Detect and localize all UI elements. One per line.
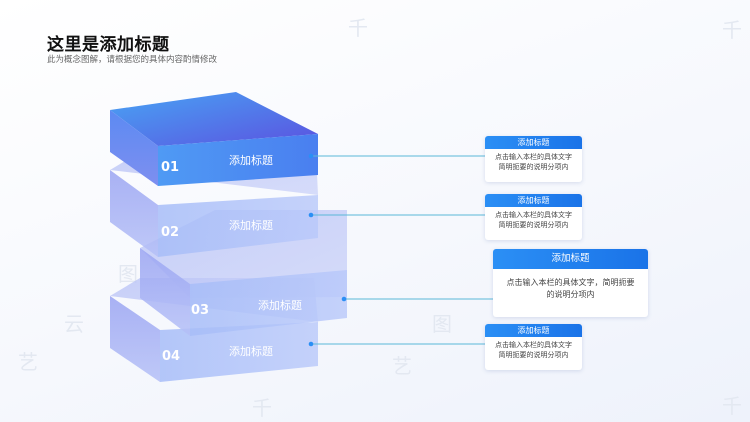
layer-number: 04 (162, 349, 180, 364)
layer-label: 添加标题 (258, 298, 302, 312)
card-body-line: 点击输入本栏的具体文字 (495, 153, 572, 161)
page-subtitle: 此为概念图解，请根据您的具体内容酌情修改 (47, 55, 218, 65)
card-body: 点击输入本栏的具体文字 简明扼要的说明分项内 (485, 149, 582, 172)
layer-number: 03 (191, 303, 209, 318)
watermark-glyph: 千 (252, 396, 272, 420)
layer-label: 添加标题 (229, 344, 273, 358)
watermark-glyph: 千 (348, 16, 368, 40)
watermark-glyph: 千 (722, 394, 742, 418)
layer-01: 01 添加标题 (110, 92, 318, 186)
card-body-line: 的说明分项内 (546, 289, 595, 299)
info-card-4: 添加标题 点击输入本栏的具体文字 简明扼要的说明分项内 (485, 324, 582, 370)
card-body-line: 简明扼要的说明分项内 (498, 351, 569, 360)
info-card-1: 添加标题 点击输入本栏的具体文字 简明扼要的说明分项内 (485, 136, 582, 182)
card-body-line: 点击输入本栏的具体文字，简明扼要 (506, 278, 635, 287)
card-title: 添加标题 (485, 136, 582, 149)
card-body: 点击输入本栏的具体文字 简明扼要的说明分项内 (485, 207, 582, 230)
card-body: 点击输入本栏的具体文字 简明扼要的说明分项内 (485, 337, 582, 360)
page-title: 这里是添加标题 (47, 35, 170, 55)
watermark-glyph: 艺 (392, 354, 412, 378)
info-card-2: 添加标题 点击输入本栏的具体文字 简明扼要的说明分项内 (485, 194, 582, 240)
watermark-glyph: 云 (64, 312, 84, 336)
watermark-glyph: 图 (118, 262, 138, 286)
card-title: 添加标题 (485, 194, 582, 207)
watermark-glyph: 千 (722, 18, 742, 42)
card-body-line: 简明扼要的说明分项内 (498, 163, 569, 172)
layer-number: 01 (161, 160, 179, 175)
card-body-line: 点击输入本栏的具体文字 (495, 341, 572, 349)
layer-number: 02 (161, 225, 179, 240)
card-body-line: 点击输入本栏的具体文字 (495, 211, 572, 219)
card-title: 添加标题 (485, 324, 582, 337)
watermark-glyph: 图 (432, 312, 452, 336)
card-body-line: 简明扼要的说明分项内 (498, 221, 569, 230)
info-card-3: 添加标题 点击输入本栏的具体文字，简明扼要 的说明分项内 (493, 249, 648, 317)
connector-lines (308, 153, 494, 347)
card-body: 点击输入本栏的具体文字，简明扼要 的说明分项内 (493, 269, 648, 300)
layer-label: 添加标题 (229, 218, 273, 232)
card-title: 添加标题 (493, 249, 648, 269)
layer-label: 添加标题 (229, 153, 273, 167)
watermark-glyph: 艺 (18, 350, 38, 374)
